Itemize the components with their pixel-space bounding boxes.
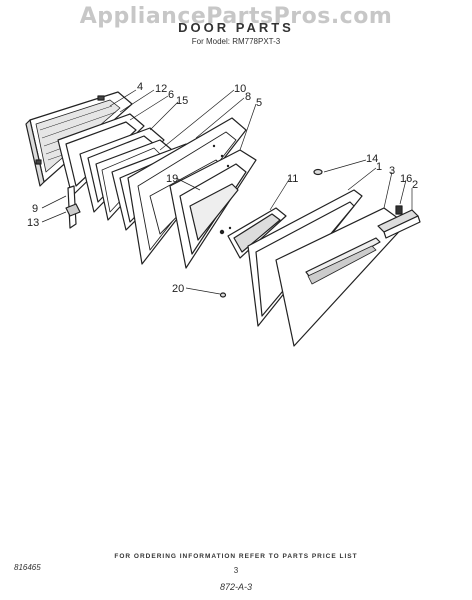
- callout-10: 10: [234, 83, 246, 95]
- callout-5: 5: [256, 97, 262, 109]
- callout-13: 13: [27, 217, 39, 229]
- callout-15: 15: [176, 95, 188, 107]
- door-inner-panel: [169, 149, 257, 269]
- callout-3: 3: [389, 165, 395, 177]
- sheet-code: 872-A-3: [219, 582, 253, 592]
- callout-8: 8: [245, 91, 251, 103]
- screw-part: [313, 168, 323, 176]
- callout-12: 12: [155, 83, 167, 95]
- callout-16: 16: [400, 173, 412, 185]
- callout-1: 1: [376, 161, 382, 173]
- outer-glass: [227, 207, 287, 259]
- page-title: DOOR PARTS: [178, 20, 294, 35]
- callout-19: 19: [166, 173, 178, 185]
- fastener-part: [219, 292, 227, 298]
- callout-2: 2: [412, 179, 418, 191]
- callout-14: 14: [366, 153, 378, 165]
- callout-4: 4: [137, 81, 143, 93]
- callout-6: 6: [168, 89, 174, 101]
- callout-20: 20: [172, 283, 184, 295]
- door-hinge: [65, 185, 81, 229]
- model-subtitle: For Model: RM778PXT-3: [191, 37, 281, 46]
- handle-trim: [377, 209, 421, 239]
- watermark: AppliancePartsPros.com: [79, 4, 393, 29]
- page-number: 3: [233, 566, 239, 575]
- clip-part: [395, 205, 403, 215]
- drawing-code: 816465: [14, 563, 41, 572]
- ordering-note: FOR ORDERING INFORMATION REFER TO PARTS …: [114, 553, 358, 560]
- callout-9: 9: [32, 203, 38, 215]
- callout-11: 11: [287, 173, 298, 185]
